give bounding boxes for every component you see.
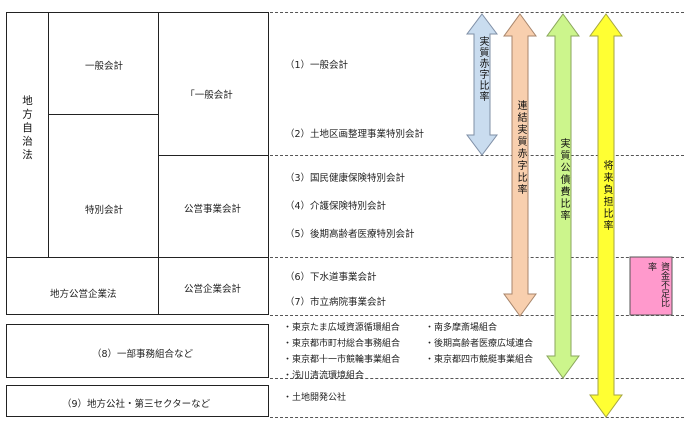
account-1: （1）一般会計 [285, 60, 349, 71]
account-2: （2）土地区画整理事業特別会計 [285, 129, 425, 140]
separator-group9-bottom [270, 417, 684, 418]
separator-general-special [270, 155, 684, 156]
local-public-enterprise-law-block [6, 257, 269, 315]
public-enterprise-accounts-label-2: 公営企業会計 [184, 284, 242, 295]
fund-shortage-ratio-box [629, 256, 673, 316]
group8-item-7: ・浅川清流環境組合 [283, 371, 365, 381]
local-public-enterprise-law-label: 地方公営企業法 [50, 289, 117, 300]
real-deficit-ratio-label: 実質赤字比率 [477, 36, 488, 102]
future-burden-ratio-label: 将来負担比率 [601, 160, 612, 232]
fund-shortage-ratio-text: 資金不足比率 [646, 262, 669, 307]
divider-ordinary-public [158, 155, 269, 156]
divider-general-special [48, 114, 158, 115]
local-autonomy-law-block [6, 12, 269, 258]
local-autonomy-law-label: 地方自治法 [21, 95, 33, 163]
group9-label: （9）地方公社・第三セクターなど [62, 399, 211, 410]
group8-block [6, 324, 269, 378]
group9-block [6, 385, 269, 417]
group9-item-1: ・土地開発公社 [283, 393, 347, 403]
account-3: （3）国民健康保険特別会計 [285, 173, 406, 184]
group8-label: （8）一部事務組合など [92, 349, 194, 360]
future-burden-ratio-arrow [589, 13, 623, 418]
real-debt-service-ratio-arrow [546, 13, 580, 379]
real-debt-service-ratio-label: 実質公債費比率 [558, 138, 569, 222]
group8-item-1: ・東京たま広域資源循環組合 [283, 323, 400, 333]
group8-item-6: ・東京都四市競艇事業組合 [425, 355, 534, 365]
group8-item-5: ・東京都十一市競輪事業組合 [283, 355, 401, 365]
group8-item-4: ・後期高齢者医療広域連合 [425, 339, 534, 349]
divider-category-column [158, 12, 159, 258]
separator-group8-bottom [270, 378, 684, 379]
ordinary-accounts-label: ｢一般会計 [190, 90, 233, 101]
public-enterprise-accounts-label-1: 公営事業会計 [184, 204, 242, 215]
group8-item-3: ・東京都市町村総合事務組合 [283, 339, 401, 349]
divider-enterprise-column [158, 257, 159, 315]
separator-enterprise-bottom [270, 315, 684, 316]
account-7: （7）市立病院事業会計 [285, 297, 387, 308]
fund-shortage-ratio-label: 資金不足比率 [632, 262, 670, 312]
divider-law-column [48, 12, 49, 258]
consolidated-real-deficit-ratio-label: 連結実質赤字比率 [515, 100, 526, 196]
consolidated-real-deficit-ratio-arrow [503, 13, 537, 317]
account-5: （5）後期高齢者医療特別会計 [285, 229, 415, 240]
special-account-label: 特別会計 [85, 205, 124, 216]
group8-item-2: ・南多摩斎場組合 [425, 323, 498, 333]
separator-top [270, 12, 684, 13]
general-account-label: 一般会計 [85, 61, 124, 72]
real-deficit-ratio-arrow [466, 13, 498, 156]
separator-law-boundary [270, 257, 684, 258]
account-6: （6）下水道事業会計 [285, 272, 377, 283]
account-4: （4）介護保険特別会計 [285, 201, 387, 212]
